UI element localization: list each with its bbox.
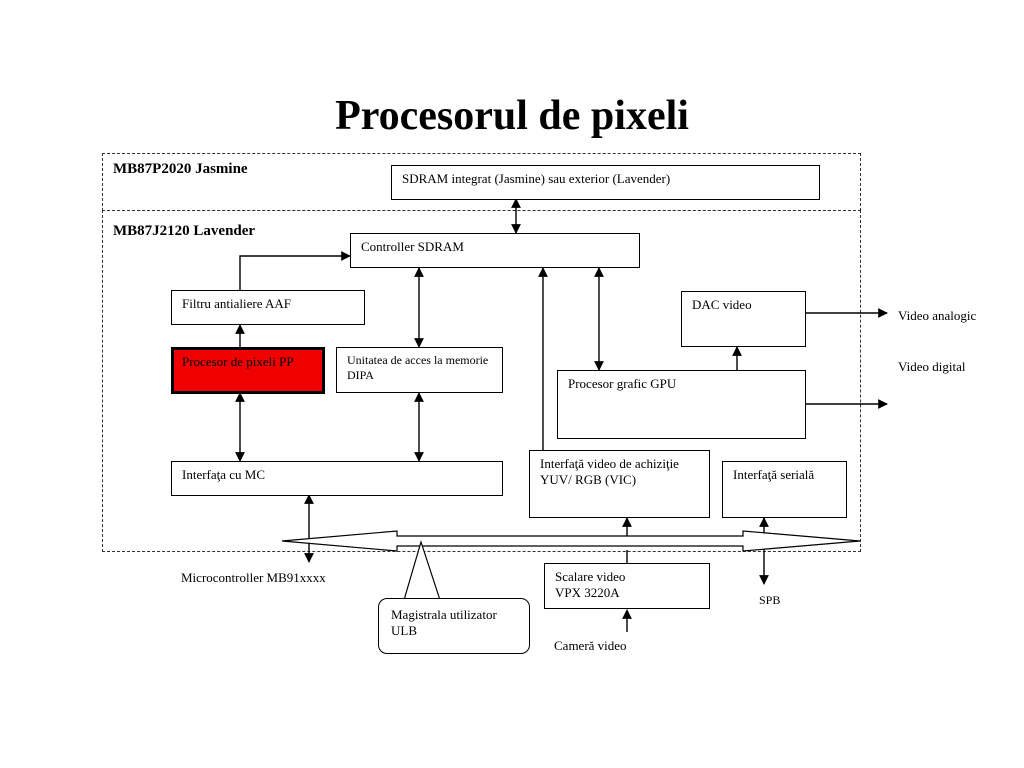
callout-line-2: ULB <box>391 623 417 638</box>
video-analog-label: Video analogic <box>898 308 977 323</box>
serial-interface-block: Interfaţă serială <box>722 461 847 518</box>
video-digital-label: Video digital <box>898 359 966 374</box>
ulb-callout: Magistrala utilizator ULB <box>378 598 530 654</box>
link-aaf-ctrl <box>239 251 351 290</box>
camera-label: Cameră video <box>554 638 627 653</box>
vic-block: Interfaţă video de achiziţie YUV/ RGB (V… <box>529 450 710 518</box>
region-jasmine-label: MB87P2020 Jasmine <box>113 161 248 177</box>
ulb-bus-arrow <box>281 530 861 552</box>
region-lavender <box>102 210 861 552</box>
dipa-block: Unitatea de acces la memorie DIPA <box>336 347 503 393</box>
vic-line-2: YUV/ RGB (VIC) <box>540 472 637 487</box>
mc-interface-block: Interfaţa cu MC <box>171 461 503 496</box>
region-lavender-label: MB87J2120 Lavender <box>113 223 256 239</box>
vic-line-1: Interfaţă video de achiziţie <box>540 456 679 471</box>
sdram-external-block: SDRAM integrat (Jasmine) sau exterior (L… <box>391 165 820 200</box>
microcontroller-label: Microcontroller MB91xxxx <box>181 570 326 585</box>
video-scaler-block: Scalare video VPX 3220A <box>544 563 710 609</box>
controller-sdram-block: Controller SDRAM <box>350 233 640 268</box>
pixel-processor-block: Procesor de pixeli PP <box>171 347 325 394</box>
aaf-filter-block: Filtru antialiere AAF <box>171 290 365 325</box>
spb-label: SPB <box>759 593 781 607</box>
scaler-line-2: VPX 3220A <box>555 585 620 600</box>
gpu-block: Procesor grafic GPU <box>557 370 806 439</box>
dac-video-block: DAC video <box>681 291 806 347</box>
callout-line-1: Magistrala utilizator <box>391 607 497 622</box>
page-title: Procesorul de pixeli <box>335 93 689 139</box>
scaler-line-1: Scalare video <box>555 569 626 584</box>
callout-pointer <box>403 539 441 601</box>
